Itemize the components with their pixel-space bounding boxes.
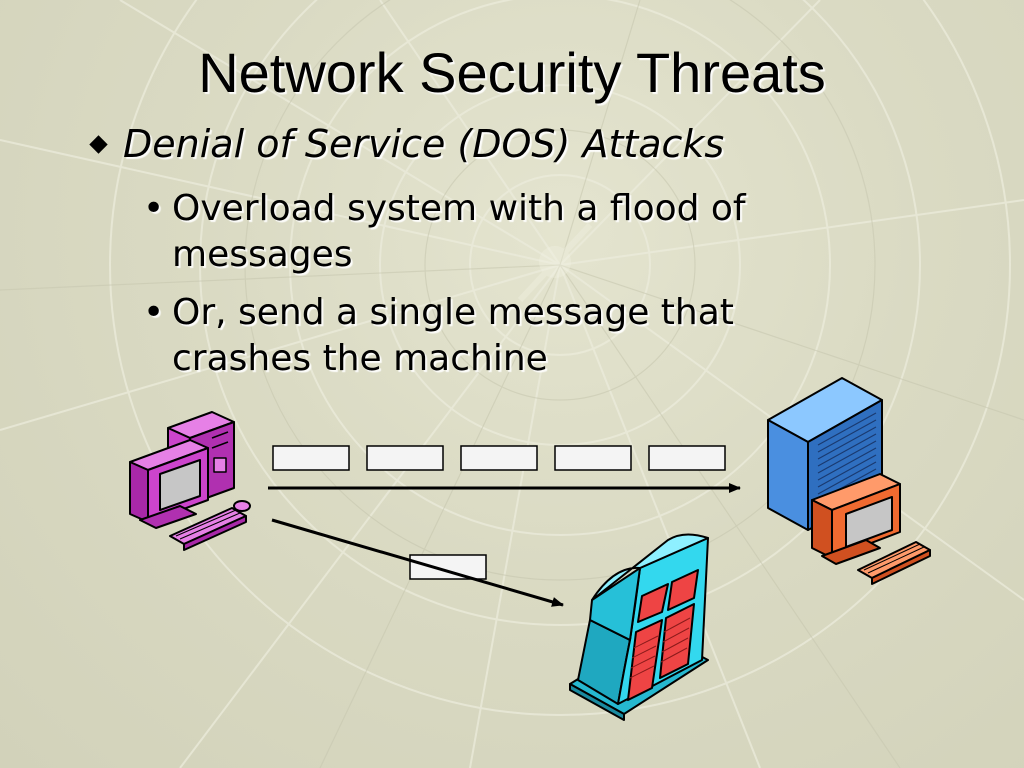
slide-title: Network Security Threats	[198, 41, 826, 104]
crash-arrow	[271, 518, 564, 607]
main-bullet-text: Denial of Service (DOS) Attacks	[123, 122, 725, 166]
attacker-computer-icon	[129, 411, 251, 551]
sub-bullet-2: • Or, send a single message that crashes…	[143, 290, 863, 382]
main-bullet: Denial of Service (DOS) Attacks	[89, 122, 725, 166]
message-packet	[648, 445, 726, 471]
crashed-server-icon	[569, 533, 709, 721]
message-packet	[554, 445, 632, 471]
message-packet	[272, 445, 350, 471]
sub-bullet-1: • Overload system with a flood of messag…	[143, 186, 863, 278]
sub-bullet-marker: •	[143, 188, 165, 229]
single-message-packet	[409, 554, 487, 580]
workstation-computer-icon	[811, 473, 931, 585]
sub-bullet-text: Or, send a single message that crashes t…	[172, 292, 734, 379]
message-packet	[460, 445, 538, 471]
sub-bullet-marker: •	[143, 292, 165, 333]
sub-bullet-text: Overload system with a flood of messages	[172, 188, 746, 275]
flood-messages	[272, 445, 726, 471]
message-packet	[366, 445, 444, 471]
